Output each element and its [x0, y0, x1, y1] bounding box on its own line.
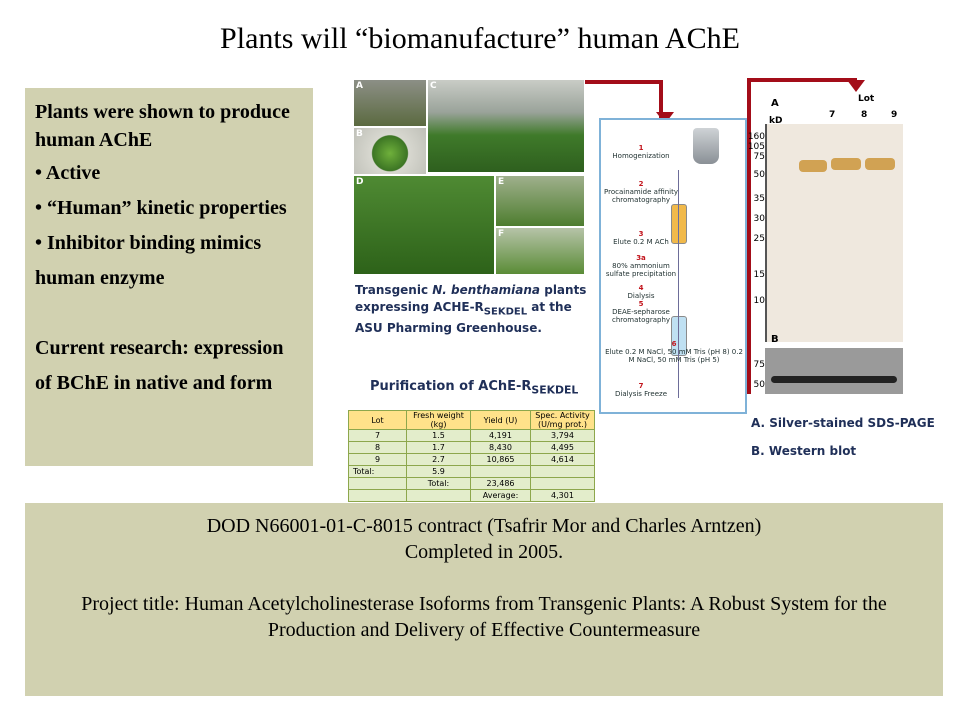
- summary-panel: Plants were shown to produce human AChE …: [25, 88, 313, 466]
- lane-label: 8: [861, 110, 868, 120]
- photo-caption: Transgenic N. benthamiana plants express…: [355, 283, 587, 336]
- contract-panel: DOD N66001-01-C-8015 contract (Tsafrir M…: [25, 503, 943, 696]
- gel-panel-b-label: B: [771, 334, 779, 345]
- bullet-kinetics: • “Human” kinetic properties: [35, 197, 287, 219]
- slide-title: Plants will “biomanufacture” human AChE: [220, 22, 740, 55]
- silver-stained-gel: [765, 124, 903, 342]
- current-research: Current research: expression of BChE in …: [35, 337, 284, 394]
- lane-label: 7: [829, 110, 836, 120]
- kd-label: kD: [769, 116, 783, 126]
- photo-c: C: [428, 80, 584, 172]
- column-icon: [671, 316, 687, 356]
- photo-e: E: [496, 176, 584, 226]
- summary-intro: Plants were shown to produce human AChE: [35, 101, 290, 151]
- purification-table: Lot Fresh weight (kg) Yield (U) Spec. Ac…: [348, 410, 595, 502]
- flow-arrow-top: [585, 80, 663, 118]
- gel-panel-a-label: A: [771, 98, 779, 109]
- photo-f: F: [496, 228, 584, 274]
- lot-label: Lot: [858, 94, 875, 104]
- photo-a: A: [354, 80, 426, 126]
- project-title: Project title: Human Acetylcholinesteras…: [81, 593, 887, 641]
- completion-line: Completed in 2005.: [404, 541, 564, 563]
- bullet-active: • Active: [35, 162, 101, 184]
- column-icon: [671, 204, 687, 244]
- photo-b: B: [354, 128, 426, 174]
- purification-title: Purification of AChE-RSEKDEL: [370, 379, 579, 397]
- contract-line: DOD N66001-01-C-8015 contract (Tsafrir M…: [206, 515, 762, 537]
- legend-western-blot: B. Western blot: [751, 444, 857, 458]
- table-row: Average:4,301: [348, 489, 595, 502]
- table-row: Total:23,486: [348, 477, 595, 490]
- arrowhead-icon: [847, 80, 865, 92]
- bullet-inhibitor: • Inhibitor binding mimics human enzyme: [35, 232, 262, 289]
- greenhouse-photos: A C B D E F: [354, 80, 584, 346]
- lane-label: 9: [891, 110, 898, 120]
- table-row: Total:5.9: [348, 465, 595, 478]
- blender-icon: [693, 128, 719, 164]
- flow-arrow-gel: [747, 78, 857, 394]
- photo-d: D: [354, 176, 494, 274]
- western-blot: [765, 348, 903, 394]
- research-figure: A C B D E F Transgenic N. benthamiana pl…: [345, 72, 957, 502]
- legend-silver-stain: A. Silver-stained SDS-PAGE: [751, 416, 935, 430]
